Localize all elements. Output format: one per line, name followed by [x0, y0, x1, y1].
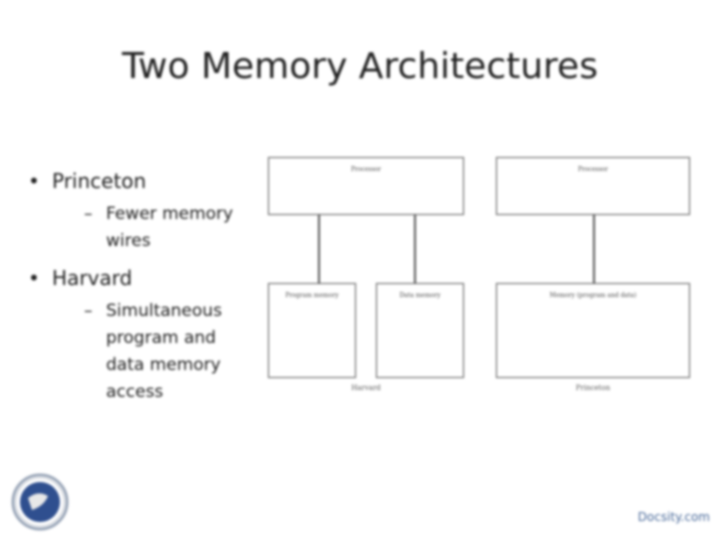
princeton-caption: Princeton	[575, 384, 611, 392]
harvard-caption: Harvard	[351, 384, 381, 392]
watermark: Docsity.com	[637, 510, 710, 524]
princeton-memory-box: Memory (program and data)	[496, 283, 690, 378]
harvard-data-memory-box: Data memory	[376, 283, 464, 378]
princeton-processor-box: Processor	[496, 157, 690, 215]
sub-bullet-harvard: – Simultaneous program and data memory a…	[84, 301, 222, 402]
harvard-processor-box: Processor	[268, 157, 464, 215]
university-seal-icon	[11, 473, 69, 531]
sub-bullet-princeton: – Fewer memory wires	[84, 204, 234, 251]
bullet-princeton: • Princeton	[28, 169, 147, 193]
harvard-program-memory-box: Program memory	[268, 283, 356, 378]
bullet-harvard: • Harvard	[28, 266, 133, 290]
harvard-data-bus	[414, 215, 416, 283]
bullet-list: • Princeton – Fewer memory wires • Harva…	[28, 168, 258, 416]
slide-title: Two Memory Architectures	[122, 46, 598, 87]
princeton-bus	[593, 215, 595, 283]
harvard-program-bus	[318, 215, 320, 283]
